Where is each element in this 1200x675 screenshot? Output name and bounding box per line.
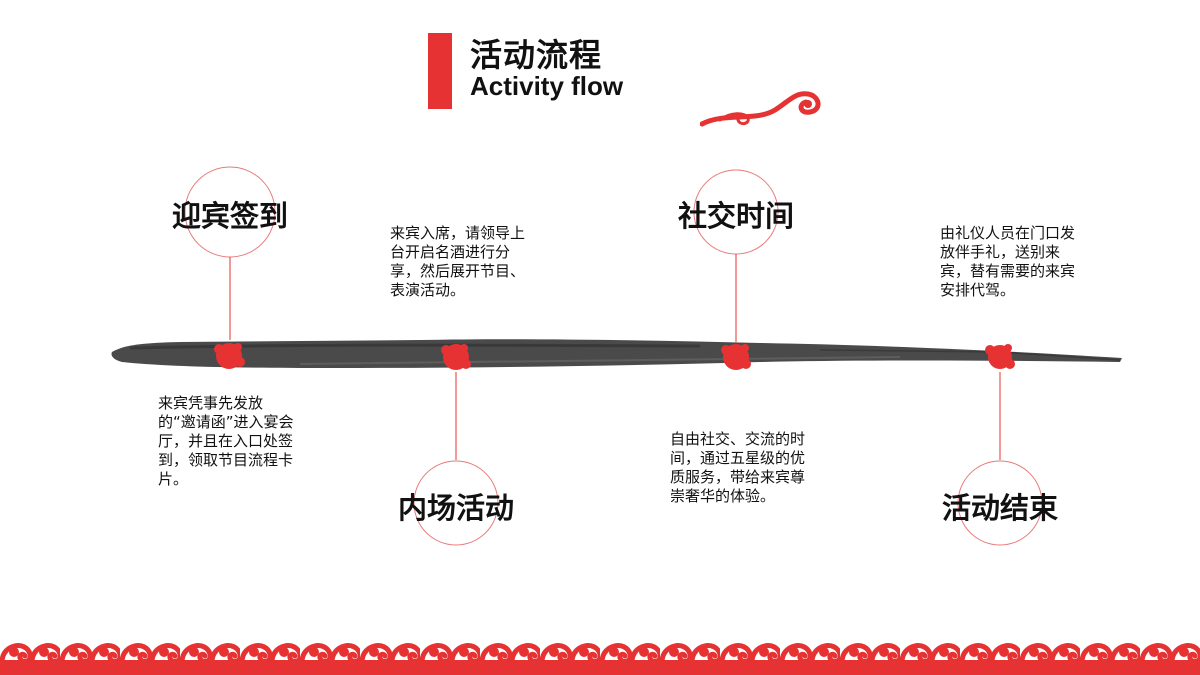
step-3-description: 自由社交、交流的时间，通过五星级的优质服务，带给来宾尊崇奢华的体验。 xyxy=(670,430,806,505)
step-2-ink-dot xyxy=(441,344,471,370)
step-1-description: 来宾凭事先发放的“邀请函”进入宴会厅，并且在入口处签到，领取节目流程卡片。 xyxy=(158,394,294,488)
step-1-ink-dot xyxy=(214,343,245,369)
step-2-description: 来宾入席，请领导上台开启名酒进行分享，然后展开节目、表演活动。 xyxy=(390,224,526,299)
step-2-circle xyxy=(413,460,499,546)
timeline-diagram xyxy=(111,166,1122,546)
auspicious-cloud-icon xyxy=(700,91,821,127)
step-2-title: 内场活动 xyxy=(397,491,514,525)
title-accent-bar xyxy=(428,33,452,109)
ink-brush-stroke xyxy=(111,339,1122,368)
step-4-ink-dot xyxy=(985,344,1015,369)
step-4-circle xyxy=(957,460,1043,546)
step-4-description: 由礼仪人员在门口发放伴手礼，送别来宾，替有需要的来宾安排代驾。 xyxy=(940,224,1076,299)
step-4-title: 活动结束 xyxy=(941,491,1058,525)
step-3-title: 社交时间 xyxy=(677,199,794,233)
step-1-title: 迎宾签到 xyxy=(171,199,288,233)
page-subtitle: Activity flow xyxy=(470,71,624,101)
step-3-ink-dot xyxy=(721,344,751,370)
cloud-wave-border xyxy=(0,630,1200,675)
page-title: 活动流程 xyxy=(470,36,603,74)
